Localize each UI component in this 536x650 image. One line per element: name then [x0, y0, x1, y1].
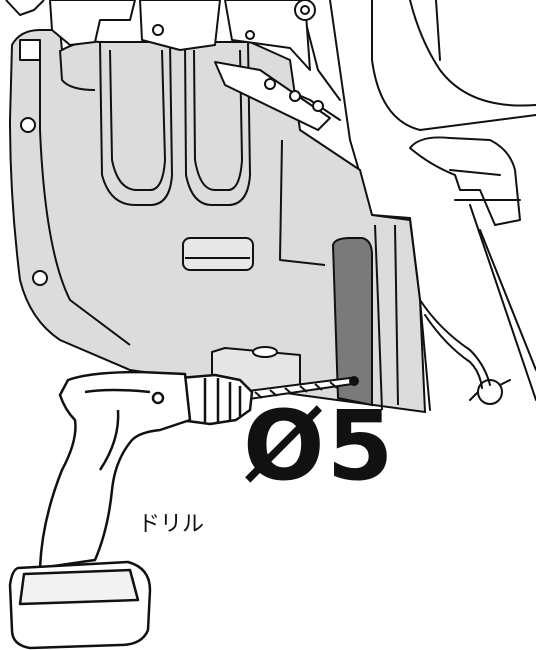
panel-recess-right [184, 41, 251, 206]
bolt-hole [32, 270, 48, 286]
upper-mount-block [49, 0, 136, 46]
drill-icon [8, 370, 254, 650]
drill-point-marker [349, 376, 359, 386]
panel-slot [182, 237, 254, 271]
mounting-bracket [409, 136, 536, 401]
under-panel [8, 29, 427, 414]
drill-size-callout: Ø5 [243, 390, 396, 502]
drill-label: ドリル [138, 512, 205, 537]
drill-target-slot [331, 237, 373, 407]
panel-recess-left [99, 41, 173, 206]
cable [419, 299, 511, 405]
bolt-hole [20, 117, 36, 133]
